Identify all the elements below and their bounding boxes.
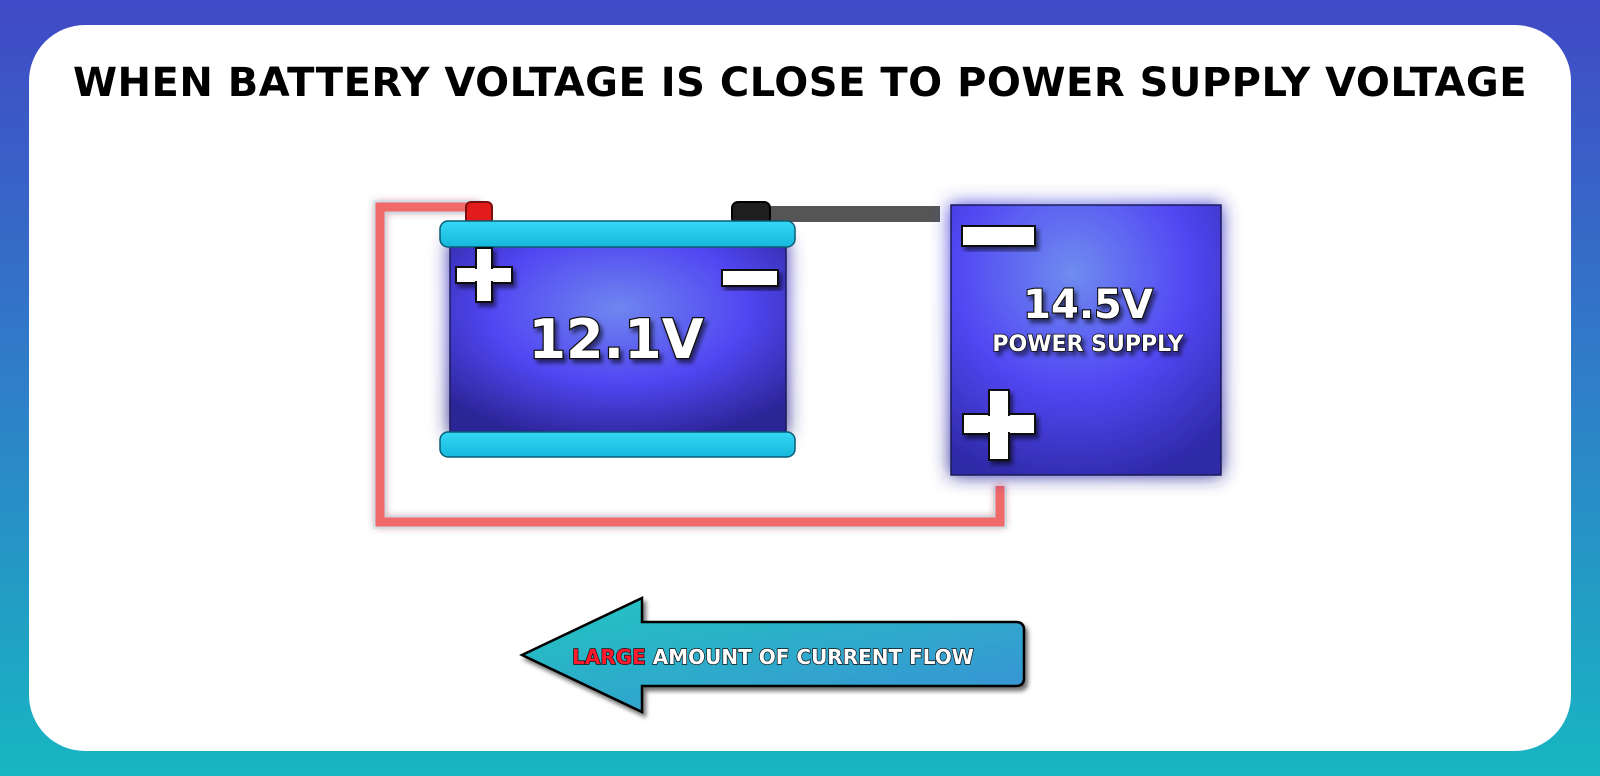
large-highlight: LARGE xyxy=(572,645,646,669)
power-supply-label: POWER SUPPLY xyxy=(992,332,1184,357)
positive-wire xyxy=(373,200,1007,529)
current-flow-label: LARGE AMOUNT OF CURRENT FLOW xyxy=(572,645,974,669)
battery-minus-icon xyxy=(721,269,779,287)
negative-wire xyxy=(770,206,940,222)
power-supply-plus-icon xyxy=(962,389,1036,461)
battery-plus-icon xyxy=(455,247,513,303)
battery-top-cap xyxy=(439,220,796,248)
power-supply-voltage: 14.5V xyxy=(1023,282,1153,328)
diagram-title: WHEN BATTERY VOLTAGE IS CLOSE TO POWER S… xyxy=(72,60,1528,106)
battery: 12.1V xyxy=(439,201,796,458)
current-flow-arrow: LARGE AMOUNT OF CURRENT FLOW xyxy=(519,596,1026,714)
battery-bottom-cap xyxy=(439,431,796,458)
battery-voltage: 12.1V xyxy=(528,308,703,371)
current-flow-rest: AMOUNT OF CURRENT FLOW xyxy=(653,645,974,669)
power-supply: 14.5V POWER SUPPLY xyxy=(950,204,1222,476)
power-supply-minus-icon xyxy=(961,225,1036,247)
